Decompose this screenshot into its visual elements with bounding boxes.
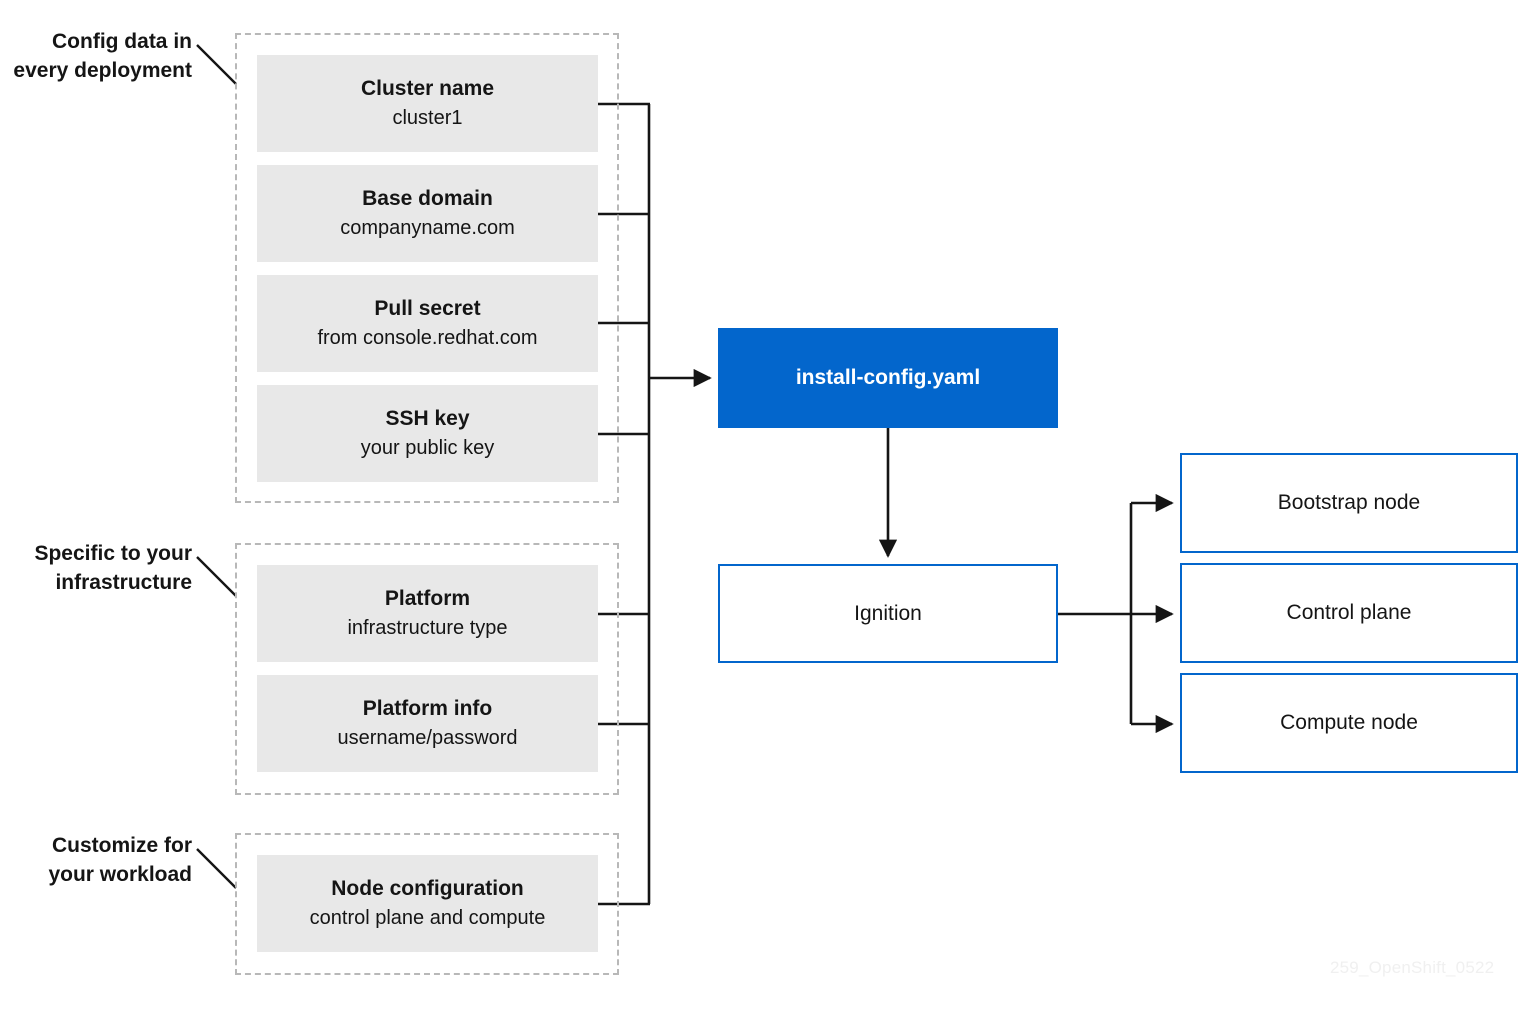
card-subtitle: control plane and compute xyxy=(309,907,546,930)
callout-leader-lines xyxy=(196,44,237,889)
card-subtitle: from console.redhat.com xyxy=(317,327,538,350)
card-subtitle: cluster1 xyxy=(392,107,463,130)
card-subtitle: username/password xyxy=(337,727,518,750)
card-pull-secret: Pull secret from console.redhat.com xyxy=(257,275,598,372)
card-platform: Platform infrastructure type xyxy=(257,565,598,662)
card-subtitle: companyname.com xyxy=(340,217,515,240)
node-control-plane: Control plane xyxy=(1180,563,1518,663)
card-title: Node configuration xyxy=(331,876,524,900)
card-cluster-name: Cluster name cluster1 xyxy=(257,55,598,152)
card-platform-info: Platform info username/password xyxy=(257,675,598,772)
callout-infrastructure-config: Specific to your infrastructure xyxy=(34,542,192,594)
callout-common-config: Config data in every deployment xyxy=(13,30,192,82)
card-title: Cluster name xyxy=(360,76,495,100)
arrows-to-nodes xyxy=(1131,493,1174,734)
node-ignition: Ignition xyxy=(718,564,1058,663)
card-title: Pull secret xyxy=(374,296,481,320)
node-compute-node: Compute node xyxy=(1180,673,1518,773)
card-base-domain: Base domain companyname.com xyxy=(257,165,598,262)
group-infrastructure-config xyxy=(235,543,619,795)
callout-workload-config: Customize for your workload xyxy=(48,834,192,886)
node-bootstrap-node: Bootstrap node xyxy=(1180,453,1518,553)
ignition-output-bus xyxy=(1058,503,1133,724)
watermark: 259_OpenShift_0522 xyxy=(1330,958,1495,977)
card-title: Platform info xyxy=(362,696,493,720)
card-title: Platform xyxy=(384,586,471,610)
card-title: SSH key xyxy=(385,406,470,430)
card-subtitle: your public key xyxy=(360,437,495,460)
card-subtitle: infrastructure type xyxy=(347,617,508,640)
group-workload-config xyxy=(235,833,619,975)
card-node-configuration: Node configuration control plane and com… xyxy=(257,855,598,952)
group-common-config xyxy=(235,33,619,503)
node-install-config-yaml: install-config.yaml xyxy=(718,328,1058,428)
card-ssh-key: SSH key your public key xyxy=(257,385,598,482)
card-title: Base domain xyxy=(362,186,493,210)
